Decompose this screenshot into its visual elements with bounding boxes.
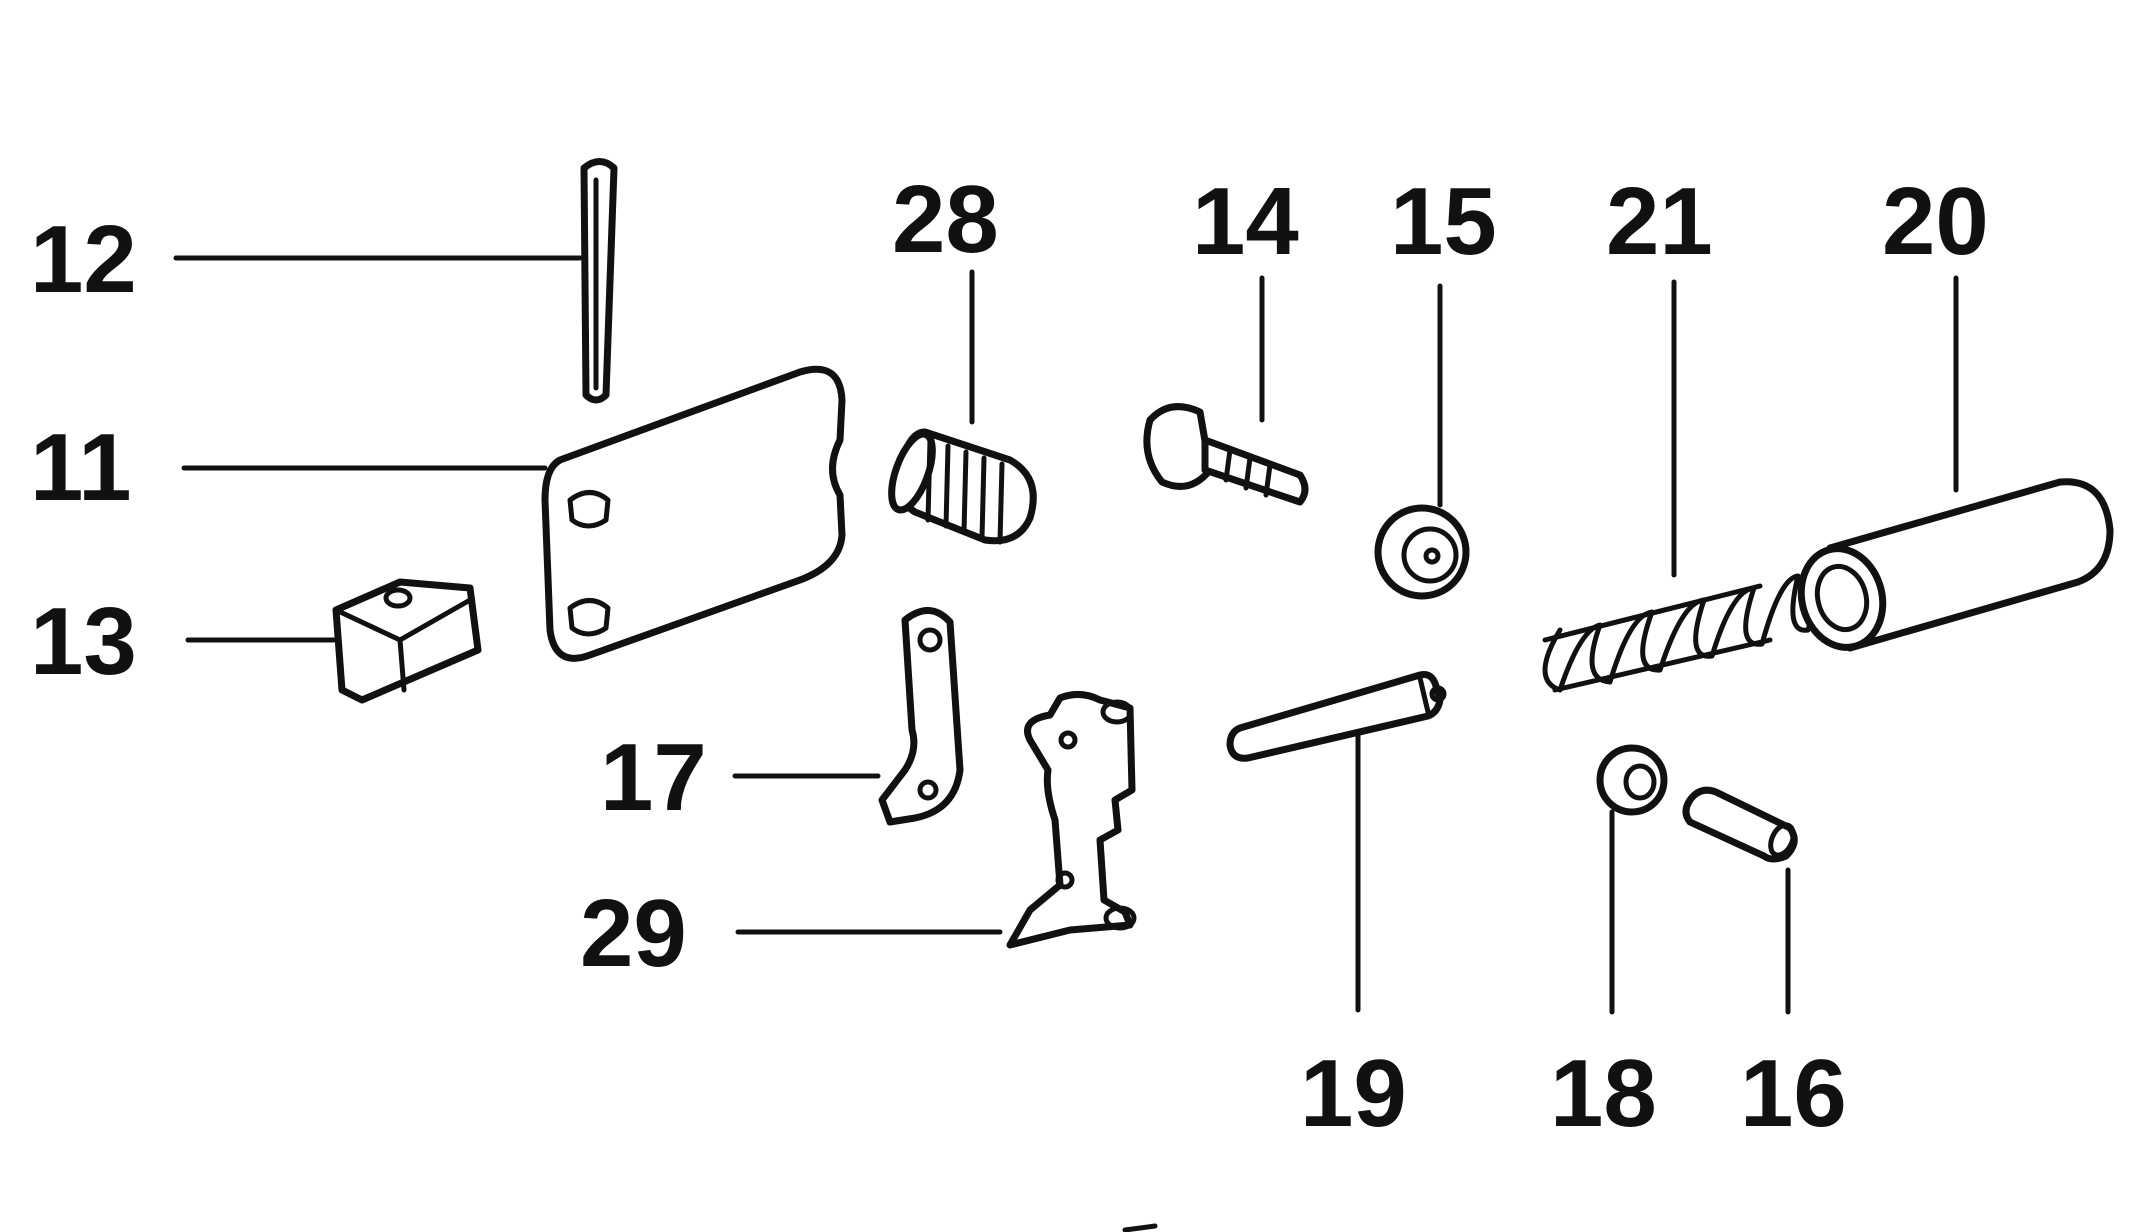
- part-11-plate: [541, 365, 846, 662]
- part-19-shaft: [1226, 671, 1447, 762]
- label-19: 19: [1300, 1040, 1407, 1147]
- part-20-tube: [1797, 478, 2114, 652]
- label-21: 21: [1606, 168, 1713, 275]
- label-15: 15: [1390, 168, 1497, 275]
- label-12: 12: [30, 206, 137, 313]
- label-11: 11: [30, 414, 131, 521]
- label-13: 13: [30, 588, 137, 695]
- partial-edge-mark: [1122, 1223, 1158, 1232]
- part-17-link: [878, 607, 964, 826]
- label-29: 29: [580, 880, 687, 987]
- label-20: 20: [1882, 168, 1989, 275]
- part-28-threaded-sleeve: [888, 428, 1037, 545]
- part-18-small-washer: [1596, 744, 1668, 816]
- part-12-pin: [580, 158, 618, 404]
- part-29-bracket: [1006, 691, 1137, 949]
- part-15-washer: [1374, 504, 1470, 600]
- label-14: 14: [1192, 168, 1299, 275]
- part-13-block: [332, 578, 482, 704]
- part-14-screw: [1143, 403, 1309, 506]
- label-17: 17: [600, 724, 707, 831]
- label-18: 18: [1550, 1040, 1657, 1147]
- label-16: 16: [1740, 1040, 1847, 1147]
- part-21-spring: [1542, 573, 1818, 693]
- label-28: 28: [892, 166, 999, 273]
- part-16-roll-pin: [1682, 786, 1798, 863]
